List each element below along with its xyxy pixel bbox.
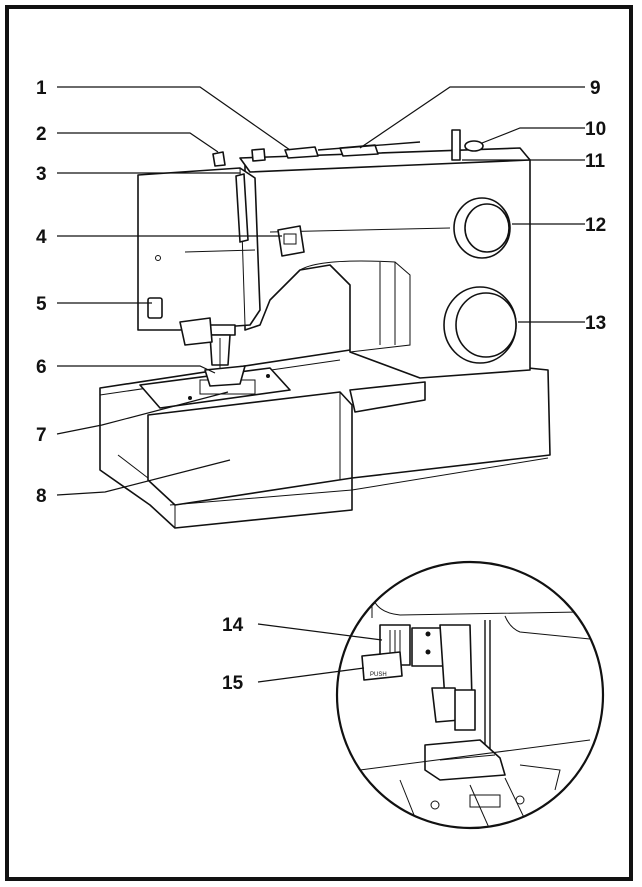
callout-13: 13 xyxy=(585,313,606,334)
presser-foot-detail: PUSH xyxy=(335,560,605,830)
callout-11: 11 xyxy=(585,151,606,172)
callout-numbers: 1 2 3 4 5 6 7 8 9 10 11 12 13 xyxy=(36,78,606,507)
callout-10: 10 xyxy=(585,119,606,140)
callout-9: 9 xyxy=(590,78,601,99)
callout-2: 2 xyxy=(36,124,47,145)
pattern-knob xyxy=(453,197,511,259)
push-label: PUSH xyxy=(370,672,387,678)
callout-15: 15 xyxy=(222,673,244,694)
stitch-length-knob xyxy=(443,286,517,364)
callout-12: 12 xyxy=(585,215,606,236)
callout-7: 7 xyxy=(36,425,47,446)
callout-14: 14 xyxy=(222,615,244,636)
callout-3: 3 xyxy=(36,164,47,185)
callout-8: 8 xyxy=(36,486,47,507)
sewing-machine xyxy=(99,129,551,529)
callout-6: 6 xyxy=(36,357,47,378)
leader-lines xyxy=(56,86,585,496)
callout-5: 5 xyxy=(36,294,47,315)
callout-1: 1 xyxy=(36,78,47,99)
callout-4: 4 xyxy=(36,227,47,248)
